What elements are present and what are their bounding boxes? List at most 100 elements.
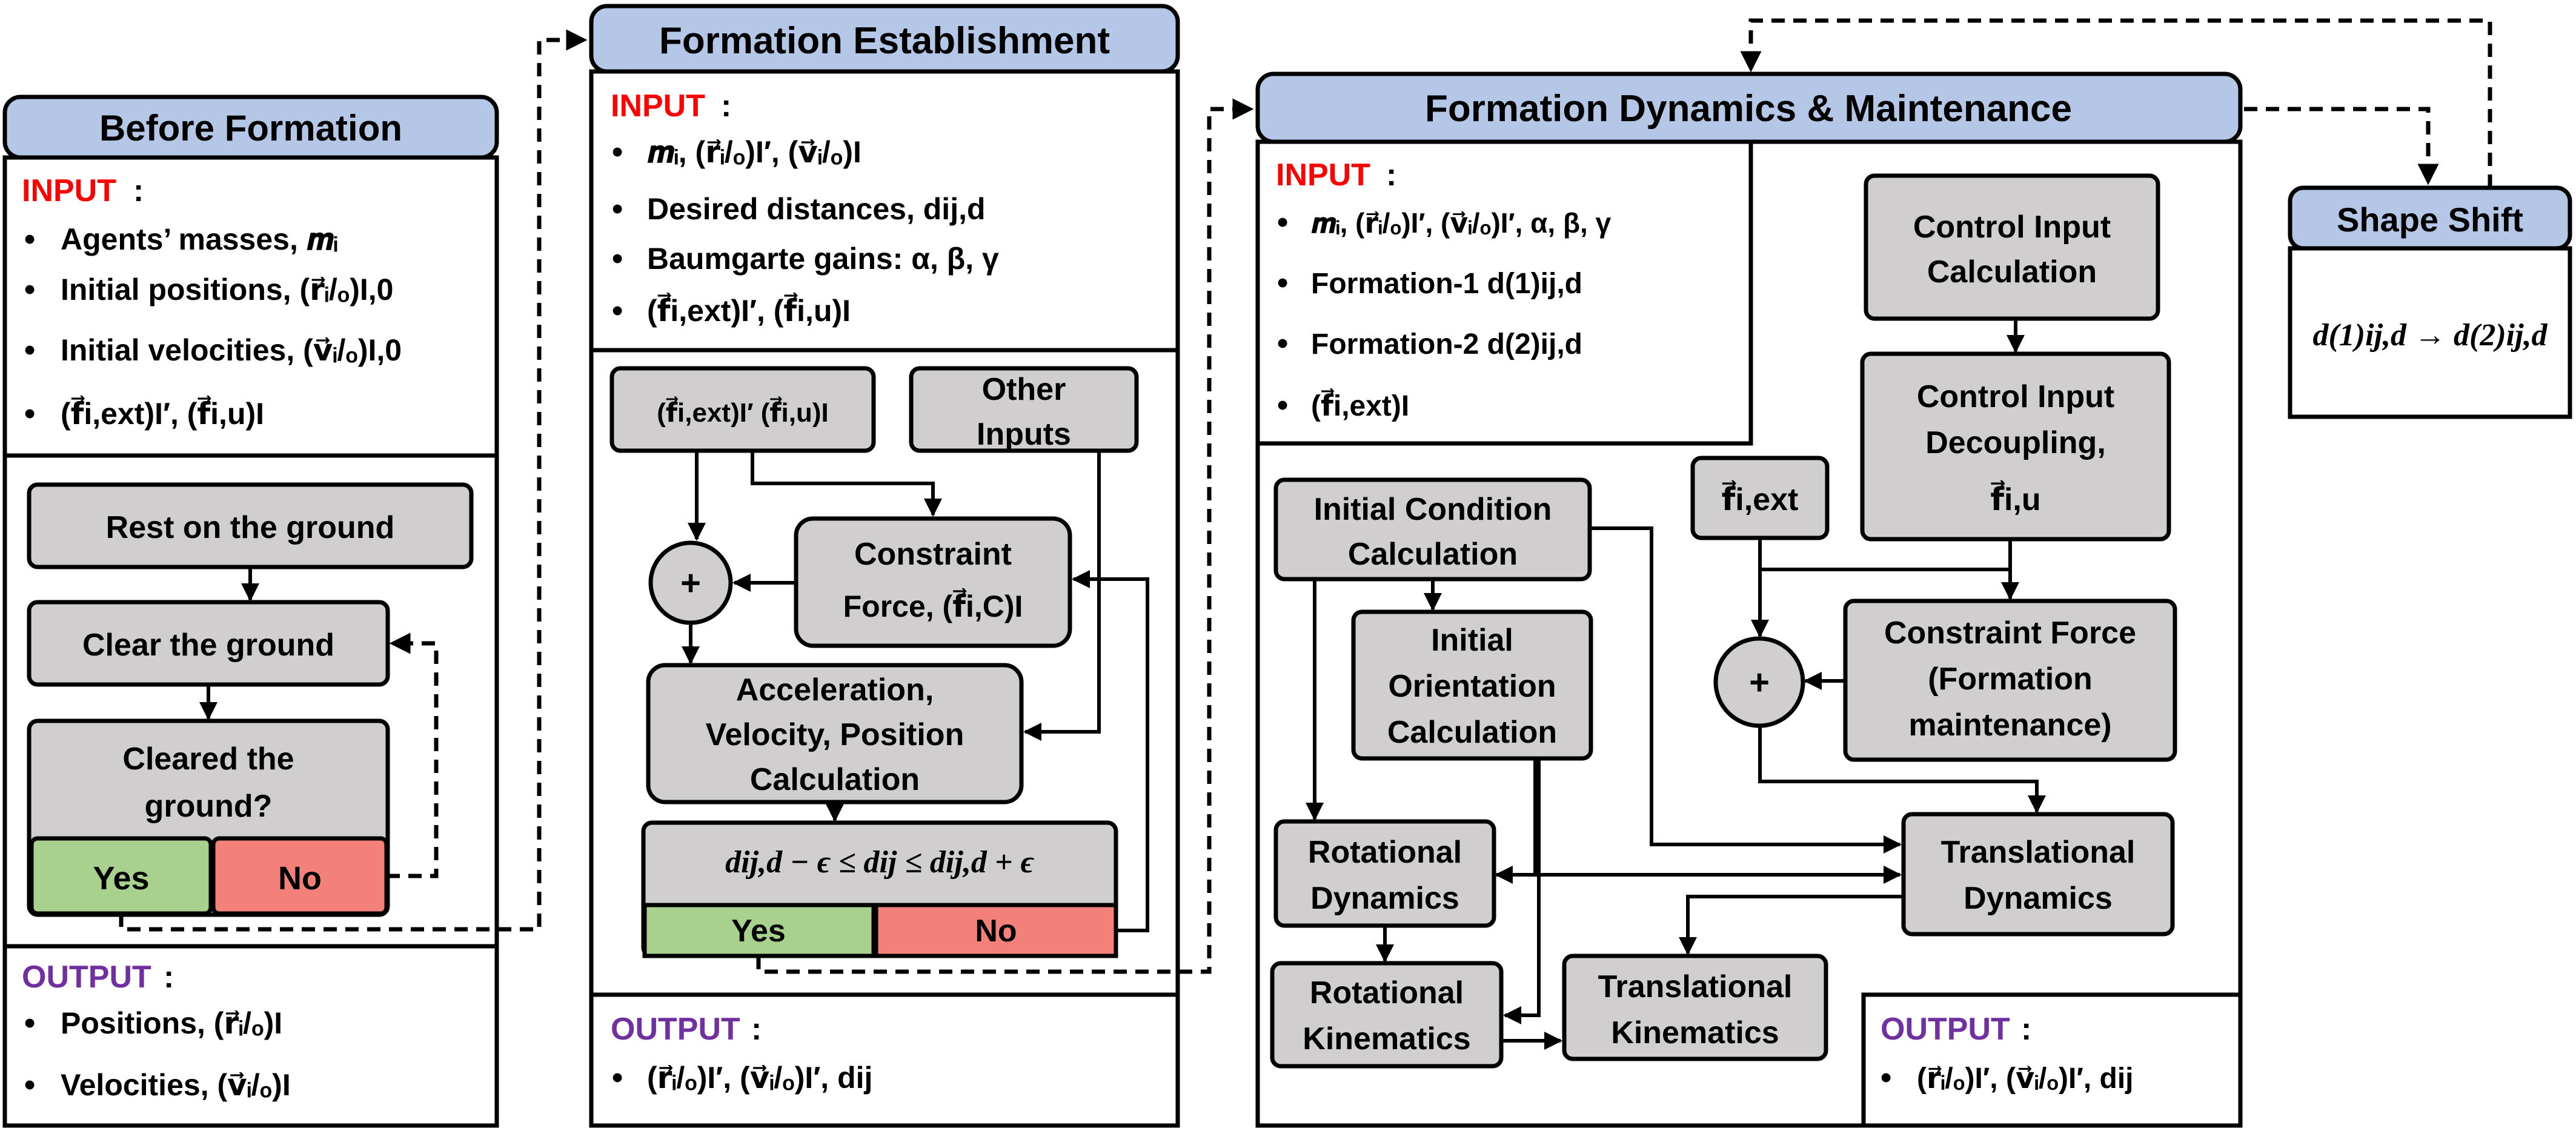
question-line-1: Cleared the [122,741,294,777]
before-no-label: No [278,860,322,897]
condition-label: dij,d − ϵ ≤ dij ≤ dij,d + ϵ [725,845,1034,880]
constraint-maint-line-2: (Formation [1928,662,2093,697]
control-calc-line-2: Calculation [1927,254,2097,290]
svg-text:•: • [612,1060,623,1095]
before-input-item: Initial velocities, (v⃗ᵢ/ₒ)I,0 [61,333,402,367]
trans-kin-line-1: Translational [1598,969,1793,1004]
before-output-label: OUTPUT [22,960,151,995]
constraint-line-1: Constraint [854,537,1012,572]
dynamics-title: Formation Dynamics & Maintenance [1425,88,2072,130]
dynamics-input-item: Formation-2 d(2)ij,d [1311,328,1582,360]
establish-title: Formation Establishment [659,20,1110,62]
establish-frame [589,69,1180,1128]
constraint-line-2: Force, (f⃗i,C)I [843,588,1023,623]
svg-text::: : [164,960,174,995]
other-line-1: Other [982,372,1066,407]
initial-orientation-box [1351,609,1593,761]
establish-no-box [874,903,1118,958]
init-orient-line-2: Orientation [1388,669,1556,704]
svg-text:•: • [24,1067,35,1103]
establishment-panel: Formation Establishment INPUT : • 𝒎ᵢ, (r… [589,4,1180,1128]
shape-frame [2288,246,2572,419]
svg-text:•: • [1277,205,1288,240]
forces-label: (f⃗i,ext)I′ (f⃗i,u)I [657,396,829,428]
svg-text:•: • [1277,326,1288,361]
rest-label: Rest on the ground [106,510,395,545]
rot-dyn-line-1: Rotational [1308,835,1462,870]
init-cond-line-1: Initial Condition [1314,492,1552,527]
sum-plus: + [680,563,701,603]
trans-kin-line-2: Kinematics [1611,1015,1779,1050]
establish-input-list: • 𝒎ᵢ, (r⃗ᵢ/ₒ)I′, (v⃗ᵢ/ₒ)I • Desired dist… [612,134,999,328]
establish-input-item: Baumgarte gains: α, β, γ [647,242,999,276]
shape-formula: d(1)ij,d → d(2)ij,d [2312,318,2548,353]
translational-dynamics-box [1901,812,2175,937]
accel-line-2: Velocity, Position [706,717,964,752]
rotational-kinematics-box [1270,961,1504,1069]
before-output-list: • Positions, (r⃗ᵢ/ₒ)I • Velocities, (v⃗ᵢ… [24,1006,291,1103]
establish-input-item: Desired distances, dij,d [647,192,986,226]
establish-input-item: 𝒎ᵢ, (r⃗ᵢ/ₒ)I′, (v⃗ᵢ/ₒ)I [647,135,861,169]
before-input-item: Agents’ masses, 𝒎ᵢ [61,222,338,256]
before-input-item: (f⃗i,ext)I′, (f⃗i,u)I [61,396,264,431]
shape-title: Shape Shift [2337,201,2523,239]
shape-shift-panel: Shape Shift d(1)ij,d → d(2)ij,d [2288,185,2572,419]
init-orient-line-3: Calculation [1387,715,1557,750]
svg-text:•: • [24,396,35,431]
establish-input-label: INPUT [611,88,705,124]
svg-text:•: • [24,272,35,307]
dynamics-output-item: (r⃗ᵢ/ₒ)I′, (v⃗ᵢ/ₒ)I′, dij [1917,1063,2134,1095]
decouple-line-2: Decoupling, [1925,425,2106,460]
rot-kin-line-1: Rotational [1310,975,1464,1010]
establish-no-label: No [975,914,1017,949]
svg-text::: : [721,88,731,124]
before-input-label: INPUT [22,173,116,208]
clear-label: Clear the ground [82,628,334,663]
dynamics-input-item: Formation-1 d(1)ij,d [1311,268,1582,300]
establish-output-label: OUTPUT [611,1012,740,1047]
svg-text:•: • [612,241,623,276]
control-calc-box [1864,173,2160,321]
svg-text::: : [751,1012,762,1047]
svg-text:•: • [24,1006,35,1041]
dyn-sum-plus: + [1749,663,1770,702]
rot-dyn-line-2: Dynamics [1310,881,1459,916]
init-orient-line-1: Initial [1431,623,1513,658]
decouple-line-3: f⃗i,u [1990,480,2040,517]
svg-text::: : [1386,158,1396,193]
dynamics-panel: Formation Dynamics & Maintenance INPUT :… [1255,71,2243,1128]
trans-dyn-line-1: Translational [1941,835,2136,870]
trans-dyn-line-2: Dynamics [1964,881,2113,916]
constraint-maint-line-1: Constraint Force [1884,615,2136,651]
svg-text:•: • [1881,1060,1891,1095]
svg-text:•: • [1277,265,1288,300]
svg-text:•: • [24,222,35,257]
before-title: Before Formation [99,108,402,148]
before-output-item: Velocities, (v⃗ᵢ/ₒ)I [61,1068,291,1102]
dynamics-input-item: (f⃗i,ext)I [1311,388,1409,422]
svg-text:•: • [1277,388,1288,423]
svg-text:•: • [612,293,623,328]
accel-line-3: Calculation [750,762,920,797]
establish-yes-label: Yes [731,914,786,949]
other-line-2: Inputs [977,417,1071,452]
dynamics-input-item: 𝒎ᵢ, (r⃗ᵢ/ₒ)I′, (v⃗ᵢ/ₒ)I′, α, β, γ [1311,207,1612,239]
before-formation-panel: Before Formation INPUT : • Agents’ masse… [2,95,499,1128]
init-cond-line-2: Calculation [1348,537,1518,572]
establish-output-item: (r⃗ᵢ/ₒ)I′, (v⃗ᵢ/ₒ)I′, dij [647,1061,872,1095]
other-inputs-box [909,366,1139,453]
control-decouple-box [1860,351,2171,542]
forces-box [609,366,876,453]
before-input-item: Initial positions, (r⃗ᵢ/ₒ)I,0 [61,273,393,307]
svg-text::: : [133,173,144,208]
constraint-maint-line-3: maintenance) [1908,708,2111,743]
translational-kinematics-box [1562,954,1828,1061]
svg-text:•: • [612,134,623,170]
control-calc-line-1: Control Input [1913,210,2111,245]
before-input-list: • Agents’ masses, 𝒎ᵢ • Initial positions… [24,222,402,431]
dynamics-input-list: • 𝒎ᵢ, (r⃗ᵢ/ₒ)I′, (v⃗ᵢ/ₒ)I′, α, β, γ • Fo… [1277,205,1612,423]
accel-line-1: Acceleration, [736,672,934,708]
before-yes-label: Yes [93,860,149,897]
rot-kin-line-2: Kinematics [1303,1021,1470,1056]
